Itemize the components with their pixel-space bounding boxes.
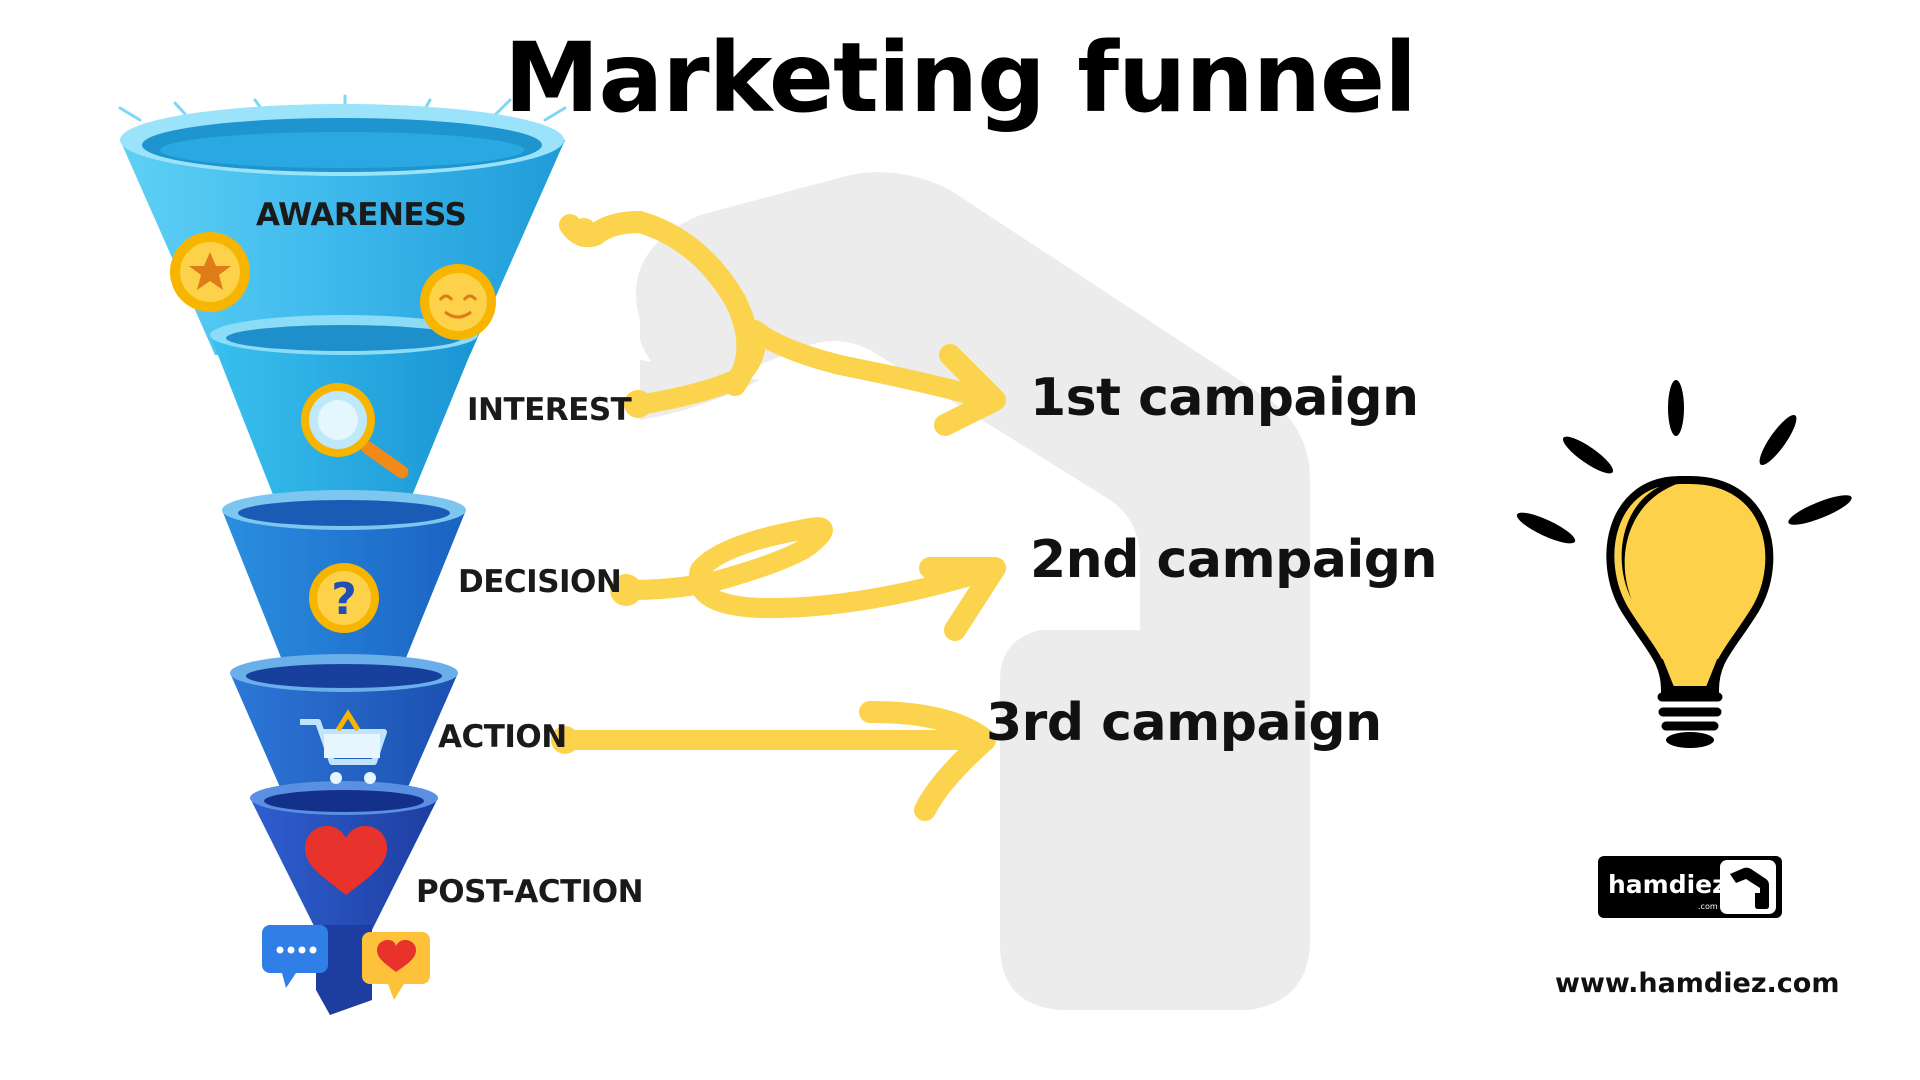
- stage-label-interest: INTEREST: [467, 392, 632, 428]
- brand-logo: hamdiez .com: [1598, 856, 1782, 918]
- arrow-decision-to-2nd: [618, 517, 1000, 619]
- brand-mark-icon: [1720, 860, 1776, 914]
- campaign-3rd: 3rd campaign: [986, 693, 1382, 753]
- brand-url: www.hamdiez.com: [1555, 968, 1840, 999]
- campaign-2nd: 2nd campaign: [1030, 530, 1438, 590]
- stage-label-action: ACTION: [438, 719, 567, 755]
- question-icon: ?: [309, 563, 379, 633]
- stage-label-post-action: POST-ACTION: [416, 874, 644, 910]
- stage-label-decision: DECISION: [458, 564, 622, 600]
- heart-icon: [305, 826, 387, 895]
- arrowhead-1st: [934, 344, 1006, 436]
- smiley-badge-icon: [420, 264, 496, 340]
- stage-label-awareness: AWARENESS: [256, 197, 467, 233]
- campaign-1st: 1st campaign: [1030, 368, 1419, 428]
- star-badge-icon: [170, 232, 250, 312]
- arrows: [551, 211, 1006, 821]
- heart-bubble-icon: [362, 932, 430, 1000]
- chat-bubble-icon: [262, 925, 328, 988]
- page-title: Marketing funnel: [503, 22, 1417, 134]
- svg-text:?: ?: [331, 574, 357, 625]
- arrowhead-2nd: [919, 557, 1006, 641]
- arrowhead-3rd: [859, 701, 996, 821]
- lightbulb-icon: [1516, 380, 1852, 748]
- brand-name: hamdiez: [1608, 870, 1727, 899]
- arrow-interest-to-1st: [628, 320, 1000, 415]
- magnifier-icon: [301, 383, 409, 479]
- brand-suffix: .com: [1698, 902, 1718, 911]
- shopping-cart-icon: [300, 709, 387, 784]
